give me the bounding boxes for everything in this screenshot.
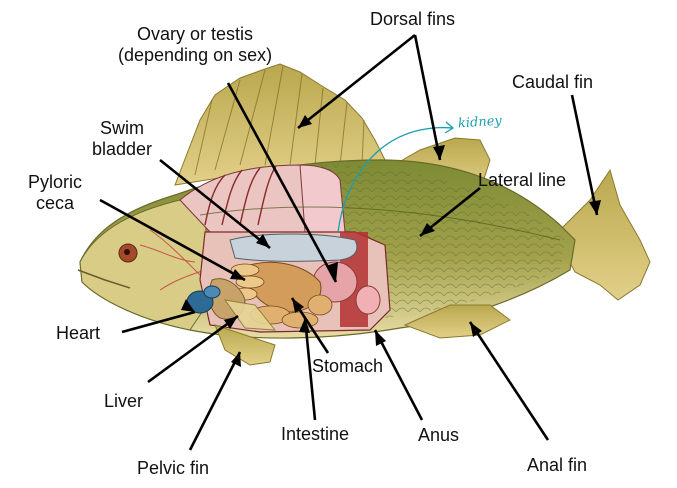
intestine-label: Intestine [281,424,350,444]
lateral-line-stripe [199,206,561,241]
caudal-fin [554,168,651,301]
stomach-label: Stomach [312,356,384,376]
heart-atrium [203,285,221,299]
pointer-dorsal-spiny [297,33,416,130]
pyloric-ceca-label-line1: Pyloric [28,172,83,192]
kidney-handwritten-label: kidney [457,113,503,132]
swim-bladder [229,233,358,262]
swim-bladder-label-line1: Swim [100,118,145,138]
pointer-lines [99,33,599,451]
ovary-label: Ovary or testis (depending on sex) [118,24,272,66]
pyloric-ceca-label: Pyloric ceca [28,172,82,214]
pointer-heart [121,310,196,334]
pelvic-fin-label: Pelvic fin [137,458,210,478]
pectoral-fin [223,299,277,331]
pyloric-ceca-label-line2: ceca [35,193,75,213]
pointer-pyloric [99,198,246,282]
anus-region [355,285,381,315]
pointer-dorsal-soft [413,34,442,161]
kidney [299,164,346,233]
anal-fin [403,304,511,339]
pointer-arrowheads [181,115,601,367]
swim-bladder-label: Swim bladder [92,118,152,160]
anal-fin-label: Anal fin [527,455,588,475]
pointer-anal [468,321,550,441]
anus-label: Anus [418,425,460,445]
kidney-annotation-arrow [337,126,453,233]
pointer-intestine [303,317,317,421]
liver-label: Liver [104,391,144,411]
lateral-line-label: Lateral line [478,170,567,190]
dorsal-fins-label: Dorsal fins [370,9,456,29]
ovary-label-line2: (depending on sex) [118,45,273,65]
dorsal-fin-spiny [174,63,386,186]
kidney-annotation-arrowhead [444,121,455,134]
pointer-pelvic [188,351,242,451]
pointer-liver [147,314,239,384]
pupil [124,249,130,255]
caudal-fin-label: Caudal fin [512,72,594,92]
pointer-anus [373,329,424,421]
swim-bladder-label-line2: bladder [92,139,153,159]
ovary-label-line1: Ovary or testis [137,24,254,44]
mouth [77,269,131,289]
heart-label: Heart [56,323,101,343]
pelvic-fin [214,324,276,366]
pointer-ovary [226,82,338,283]
pointer-caudal [570,94,599,216]
pointer-swim-bladder [159,158,271,250]
